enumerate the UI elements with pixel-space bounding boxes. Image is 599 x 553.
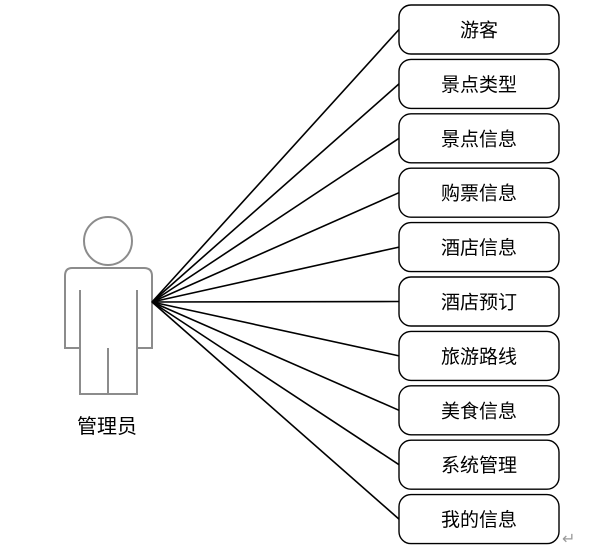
use-case-label: 旅游路线 <box>441 346 517 368</box>
use-case-frame <box>398 58 560 110</box>
use-case-box: 酒店预订 <box>398 276 560 327</box>
use-case-label: 美食信息 <box>441 400 517 422</box>
association-line <box>151 301 400 357</box>
use-case-frame <box>398 385 560 436</box>
use-case-label: 景点信息 <box>441 128 517 150</box>
use-case-box: 游客 <box>398 4 560 55</box>
use-case-box: 美食信息 <box>398 385 560 436</box>
use-case-label: 酒店信息 <box>441 237 517 259</box>
use-case-label: 系统管理 <box>441 455 517 477</box>
association-line <box>151 28 400 303</box>
use-case-frame <box>398 493 560 545</box>
use-case-frame <box>398 113 560 164</box>
association-line <box>151 300 400 303</box>
association-lines <box>151 28 400 520</box>
use-case-frame <box>398 330 560 382</box>
use-case-box: 系统管理 <box>398 439 560 490</box>
actor-label: 管理员 <box>77 414 137 438</box>
association-line <box>151 246 400 303</box>
use-case-label: 我的信息 <box>441 509 517 531</box>
association-line <box>151 83 400 303</box>
use-case-box: 酒店信息 <box>398 221 560 273</box>
use-case-box: 购票信息 <box>398 167 560 218</box>
use-case-frame <box>398 167 560 218</box>
use-case-label: 购票信息 <box>441 183 517 205</box>
use-case-box: 景点类型 <box>398 58 560 110</box>
actor-head <box>83 216 133 266</box>
use-case-frame <box>398 276 560 327</box>
use-case-box: 旅游路线 <box>398 330 560 382</box>
actor-figure <box>64 216 153 395</box>
association-line <box>151 301 400 466</box>
use-case-box: 我的信息 <box>398 493 560 545</box>
use-case-label: 游客 <box>460 20 498 42</box>
association-line <box>151 137 400 303</box>
use-case-frame <box>398 4 560 55</box>
actor-body <box>64 267 153 395</box>
association-line <box>151 301 400 412</box>
use-case-frame <box>398 439 560 490</box>
use-case-label: 景点类型 <box>441 74 517 96</box>
paragraph-mark: ↵ <box>562 529 575 548</box>
use-case-label: 酒店预订 <box>441 292 517 314</box>
use-case-frame <box>398 221 560 273</box>
association-line <box>151 301 400 520</box>
association-line <box>151 191 400 303</box>
use-case-box: 景点信息 <box>398 113 560 164</box>
